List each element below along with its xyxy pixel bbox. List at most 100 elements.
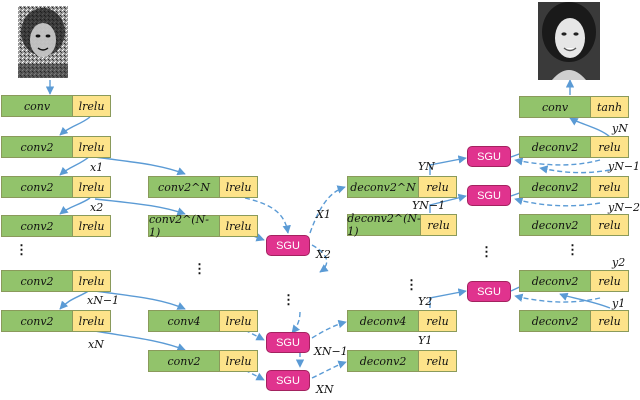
layer-label: conv2 bbox=[2, 311, 74, 331]
output-conv-last: conv tanh bbox=[519, 96, 629, 118]
input-noisy-image bbox=[18, 6, 68, 78]
dash-to-sgu-mid bbox=[291, 311, 301, 334]
dash-relu-to-sgu-mid bbox=[514, 196, 601, 207]
ellipsis-decoder: ⋮ bbox=[405, 278, 418, 293]
arrow-x2-to-conv2N1 bbox=[94, 198, 186, 216]
arrow-deconv4-to-sgu bbox=[429, 288, 467, 308]
label-yN-1: yN−1 bbox=[608, 160, 640, 173]
activation-label: relu bbox=[421, 215, 456, 235]
arrow-deconv2-to-relu-y1 bbox=[559, 292, 611, 309]
layer-label: conv2^N bbox=[149, 177, 221, 197]
dash-sgu-to-deconv2 bbox=[311, 360, 347, 379]
activation-label: tanh bbox=[591, 97, 628, 117]
encoder-conv2-5: conv2 lrelu bbox=[1, 310, 111, 332]
layer-label: conv2 bbox=[2, 177, 74, 197]
layer-label: deconv2 bbox=[520, 177, 592, 197]
label-x1: x1 bbox=[90, 161, 104, 174]
dash-relu-to-sgu-top bbox=[514, 157, 601, 166]
ellipsis-sgu: ⋮ bbox=[282, 293, 295, 308]
activation-label: relu bbox=[419, 177, 456, 197]
encoder-conv2-2: conv2 lrelu bbox=[1, 176, 111, 198]
ellipsis-far-right: ⋮ bbox=[566, 243, 579, 258]
dash-sgu-to-deconv4 bbox=[311, 319, 347, 339]
dash-relu-to-sgu-low bbox=[514, 293, 601, 303]
activation-label: relu bbox=[591, 137, 628, 157]
ellipsis-left: ⋮ bbox=[15, 243, 28, 258]
arrow-conv2-to-conv2 bbox=[59, 155, 91, 176]
label-YN: YN bbox=[418, 160, 435, 173]
middle-conv-2N: conv2^N lrelu bbox=[148, 176, 258, 198]
activation-label: relu bbox=[419, 351, 456, 371]
layer-label: conv2 bbox=[2, 216, 74, 236]
encoder-conv-first: conv lrelu bbox=[1, 95, 111, 117]
arrow-xN1-down bbox=[59, 289, 91, 310]
label-x2: x2 bbox=[90, 201, 104, 214]
arrow-xN-to-conv2 bbox=[94, 330, 186, 352]
label-yN-2: yN−2 bbox=[608, 201, 640, 214]
layer-label: deconv2 bbox=[520, 311, 592, 331]
middle-conv2: conv2 lrelu bbox=[148, 350, 258, 372]
label-yN: yN bbox=[612, 122, 628, 135]
output-deconv2-2: deconv2 relu bbox=[519, 176, 629, 198]
label-X1: X1 bbox=[316, 208, 331, 221]
middle-conv-2N-1: conv2^(N-1) lrelu bbox=[148, 213, 258, 239]
noisy-face-illustration bbox=[18, 6, 68, 78]
layer-label: conv4 bbox=[149, 311, 221, 331]
label-X2: X2 bbox=[316, 248, 331, 261]
activation-label: lrelu bbox=[220, 311, 257, 331]
arrow-x1-to-conv2N bbox=[94, 156, 186, 176]
sgu-unit-encoder-bottom: SGU bbox=[266, 370, 310, 391]
ellipsis-right: ⋮ bbox=[480, 245, 493, 260]
layer-label: conv2^(N-1) bbox=[149, 213, 221, 239]
label-y1: y1 bbox=[612, 297, 626, 310]
decoder-deconv2: deconv2 relu bbox=[347, 350, 457, 372]
ellipsis-middle: ⋮ bbox=[193, 262, 206, 277]
dash-conv2N-to-sgu bbox=[244, 197, 291, 234]
activation-label: relu bbox=[591, 215, 628, 235]
dash-yN-to-deconv bbox=[539, 165, 611, 174]
label-Y2: Y2 bbox=[418, 295, 433, 308]
layer-label: deconv4 bbox=[348, 311, 420, 331]
arrow-x2-down bbox=[59, 197, 91, 215]
layer-label: deconv2^N bbox=[348, 177, 420, 197]
encoder-conv2-3: conv2 lrelu bbox=[1, 215, 111, 237]
activation-label: lrelu bbox=[73, 177, 110, 197]
activation-label: lrelu bbox=[73, 96, 110, 116]
layer-label: deconv2^(N-1) bbox=[347, 212, 421, 238]
activation-label: relu bbox=[591, 271, 628, 291]
arrow-deconv2-to-conv bbox=[569, 117, 611, 138]
activation-label: lrelu bbox=[73, 311, 110, 331]
layer-label: deconv2 bbox=[520, 215, 592, 235]
output-deconv2-3: deconv2 relu bbox=[519, 214, 629, 236]
dash-sgu-X2-down bbox=[311, 244, 329, 273]
encoder-conv2-4: conv2 lrelu bbox=[1, 270, 111, 292]
decoder-deconv-2N-1: deconv2^(N-1) relu bbox=[347, 212, 457, 238]
dash-sgu-to-deconv2N bbox=[309, 185, 346, 234]
output-deconv2-5: deconv2 relu bbox=[519, 310, 629, 332]
layer-label: deconv2 bbox=[520, 271, 592, 291]
encoder-conv2-1: conv2 lrelu bbox=[1, 136, 111, 158]
label-xN-1: xN−1 bbox=[87, 294, 120, 307]
decoder-deconv4: deconv4 relu bbox=[347, 310, 457, 332]
label-y2: y2 bbox=[612, 256, 626, 269]
arrow-deconv2N1-to-sgu bbox=[429, 193, 467, 213]
sgu-unit-encoder-mid: SGU bbox=[266, 332, 310, 353]
output-deconv2-4: deconv2 relu bbox=[519, 270, 629, 292]
activation-label: lrelu bbox=[73, 271, 110, 291]
layer-label: conv2 bbox=[2, 137, 74, 157]
sgu-unit-decoder-low: SGU bbox=[467, 281, 511, 302]
output-clean-image bbox=[538, 2, 600, 80]
activation-label: relu bbox=[591, 311, 628, 331]
arrow-deconv2N-to-sgu bbox=[429, 155, 467, 175]
layer-label: conv bbox=[2, 96, 74, 116]
clean-face-illustration bbox=[538, 2, 600, 80]
activation-label: lrelu bbox=[220, 351, 257, 371]
label-YN-1: YN−1 bbox=[412, 199, 446, 212]
sgu-unit-encoder-top: SGU bbox=[266, 235, 310, 256]
arrow-xN1-to-conv4 bbox=[94, 290, 186, 310]
layer-label: deconv2 bbox=[520, 137, 592, 157]
label-Y1: Y1 bbox=[418, 334, 433, 347]
activation-label: lrelu bbox=[73, 137, 110, 157]
activation-label: relu bbox=[591, 177, 628, 197]
